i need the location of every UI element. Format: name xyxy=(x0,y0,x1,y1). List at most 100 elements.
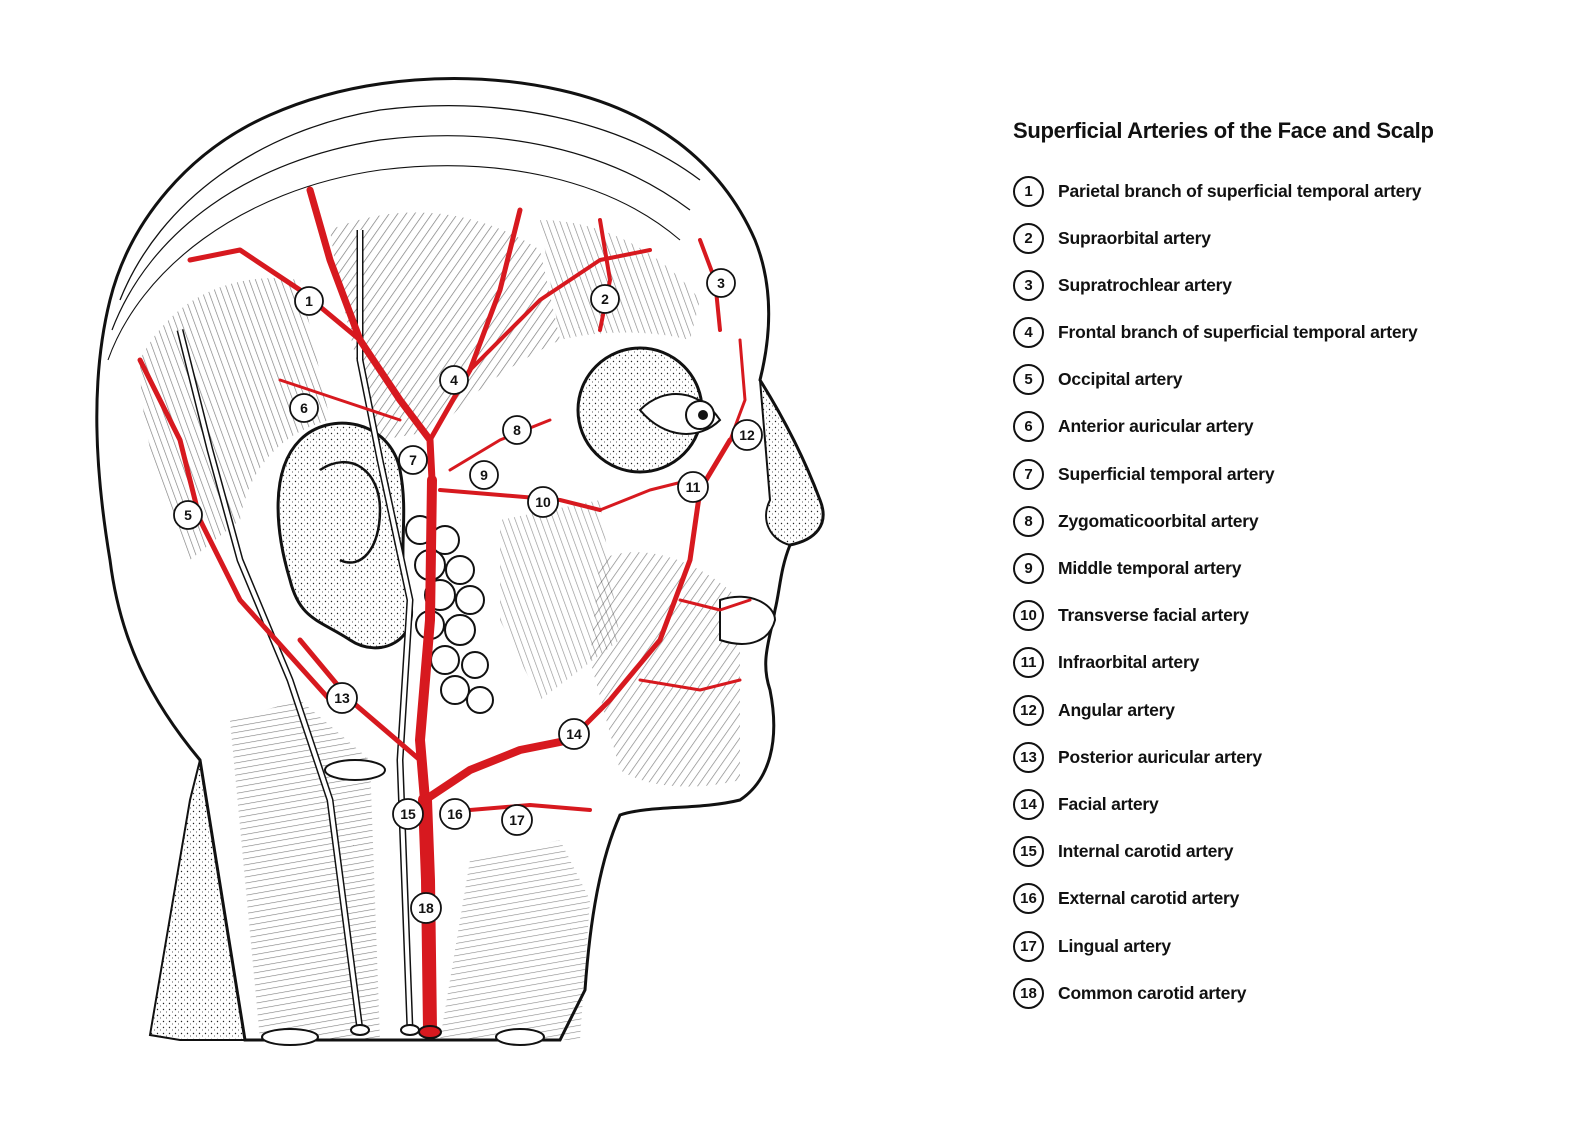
callout-17: 17 xyxy=(501,804,533,836)
svg-text:17: 17 xyxy=(509,812,525,828)
legend-item-14: 14 Facial artery xyxy=(1013,788,1573,820)
callout-9: 9 xyxy=(469,460,499,490)
legend-item-3: 3 Supratrochlear artery xyxy=(1013,269,1573,301)
callout-3: 3 xyxy=(706,268,736,298)
svg-text:18: 18 xyxy=(418,900,434,916)
legend-number: 11 xyxy=(1013,647,1044,679)
legend-label: Middle temporal artery xyxy=(1058,558,1242,578)
legend: Superficial Arteries of the Face and Sca… xyxy=(1013,118,1573,1025)
svg-text:5: 5 xyxy=(184,507,192,523)
svg-text:14: 14 xyxy=(566,726,582,742)
svg-text:10: 10 xyxy=(535,494,551,510)
neck-skin xyxy=(148,759,247,1041)
legend-label: Internal carotid artery xyxy=(1058,841,1234,862)
legend-number: 9 xyxy=(1013,553,1044,584)
legend-number: 15 xyxy=(1013,836,1044,868)
legend-item-18: 18 Common carotid artery xyxy=(1013,977,1573,1009)
head-artery-illustration: 1 2 3 4 5 6 7 8 9 10 11 12 13 14 15 16 1… xyxy=(95,77,825,1046)
callout-2: 2 xyxy=(590,284,620,314)
legend-label: Superficial temporal artery xyxy=(1058,463,1275,484)
legend-label: Posterior auricular artery xyxy=(1058,746,1262,767)
svg-text:7: 7 xyxy=(409,452,417,468)
legend-label: Parietal branch of superficial temporal … xyxy=(1058,180,1422,201)
callout-6: 6 xyxy=(289,393,319,423)
vessel-cut-ends xyxy=(261,759,545,1046)
svg-text:6: 6 xyxy=(300,400,308,416)
svg-text:4: 4 xyxy=(450,372,458,388)
legend-item-12: 12 Angular artery xyxy=(1013,694,1573,726)
legend-number: 1 xyxy=(1013,175,1044,207)
legend-item-13: 13 Posterior auricular artery xyxy=(1013,741,1573,773)
legend-number: 14 xyxy=(1013,788,1044,820)
callout-16: 16 xyxy=(439,798,471,830)
eye xyxy=(576,346,722,474)
lips xyxy=(719,595,777,645)
legend-item-9: 9 Middle temporal artery xyxy=(1013,553,1573,584)
legend-label: Occipital artery xyxy=(1058,369,1183,390)
callout-15: 15 xyxy=(392,798,424,830)
legend-number: 5 xyxy=(1013,364,1044,396)
legend-item-11: 11 Infraorbital artery xyxy=(1013,647,1573,679)
legend-number: 13 xyxy=(1013,741,1044,773)
legend-number: 12 xyxy=(1013,694,1044,726)
legend-item-8: 8 Zygomaticoorbital artery xyxy=(1013,505,1573,537)
legend-label: Angular artery xyxy=(1058,699,1175,720)
legend-item-4: 4 Frontal branch of superficial temporal… xyxy=(1013,317,1573,349)
svg-text:2: 2 xyxy=(601,291,609,307)
callout-4: 4 xyxy=(439,365,469,395)
legend-title: Superficial Arteries of the Face and Sca… xyxy=(1013,118,1434,143)
callout-5: 5 xyxy=(173,500,203,530)
legend-label: Zygomaticoorbital artery xyxy=(1058,510,1259,531)
legend-label: Supratrochlear artery xyxy=(1058,274,1232,295)
legend-label: Frontal branch of superficial temporal a… xyxy=(1058,322,1418,343)
callout-14: 14 xyxy=(558,718,590,750)
callout-8: 8 xyxy=(502,415,532,445)
svg-text:1: 1 xyxy=(305,293,313,309)
legend-number: 6 xyxy=(1013,411,1044,443)
callout-10: 10 xyxy=(527,486,559,518)
legend-item-1: 1 Parietal branch of superficial tempora… xyxy=(1013,175,1573,207)
nose xyxy=(759,379,825,547)
svg-text:16: 16 xyxy=(447,806,463,822)
legend-label: Supraorbital artery xyxy=(1058,227,1211,248)
svg-text:3: 3 xyxy=(717,275,725,291)
svg-text:11: 11 xyxy=(686,479,701,495)
legend-label: Lingual artery xyxy=(1058,935,1171,956)
legend-item-5: 5 Occipital artery xyxy=(1013,364,1573,396)
legend-number: 4 xyxy=(1013,317,1044,349)
callouts: 1 2 3 4 5 6 7 8 9 10 11 12 13 14 15 16 1… xyxy=(173,268,763,924)
callout-11: 11 xyxy=(677,471,709,503)
legend-item-6: 6 Anterior auricular artery xyxy=(1013,411,1573,443)
legend-number: 3 xyxy=(1013,269,1044,301)
legend-item-17: 17 Lingual artery xyxy=(1013,930,1573,962)
legend-label: External carotid artery xyxy=(1058,888,1240,909)
legend-label: Infraorbital artery xyxy=(1058,652,1200,673)
legend-item-2: 2 Supraorbital artery xyxy=(1013,222,1573,254)
svg-text:9: 9 xyxy=(480,467,488,483)
legend-number: 7 xyxy=(1013,458,1044,490)
callout-1: 1 xyxy=(294,286,324,316)
legend-number: 8 xyxy=(1013,505,1044,537)
svg-text:8: 8 xyxy=(513,422,521,438)
legend-label: Transverse facial artery xyxy=(1058,605,1249,626)
legend-label: Facial artery xyxy=(1058,793,1159,814)
legend-label: Anterior auricular artery xyxy=(1058,416,1254,437)
legend-number: 2 xyxy=(1013,222,1044,254)
legend-item-16: 16 External carotid artery xyxy=(1013,883,1573,915)
legend-number: 17 xyxy=(1013,930,1044,962)
legend-number: 16 xyxy=(1013,883,1044,915)
callout-13: 13 xyxy=(326,682,358,714)
svg-text:15: 15 xyxy=(400,806,416,822)
callout-12: 12 xyxy=(731,419,763,451)
legend-number: 10 xyxy=(1013,600,1044,632)
callout-7: 7 xyxy=(398,445,428,475)
legend-item-7: 7 Superficial temporal artery xyxy=(1013,458,1573,490)
legend-item-10: 10 Transverse facial artery xyxy=(1013,600,1573,632)
callout-18: 18 xyxy=(410,892,442,924)
svg-text:12: 12 xyxy=(739,427,755,443)
ear xyxy=(276,421,413,650)
legend-label: Common carotid artery xyxy=(1058,982,1247,1003)
legend-item-15: 15 Internal carotid artery xyxy=(1013,836,1573,868)
legend-number: 18 xyxy=(1013,977,1044,1009)
svg-text:13: 13 xyxy=(334,690,350,706)
